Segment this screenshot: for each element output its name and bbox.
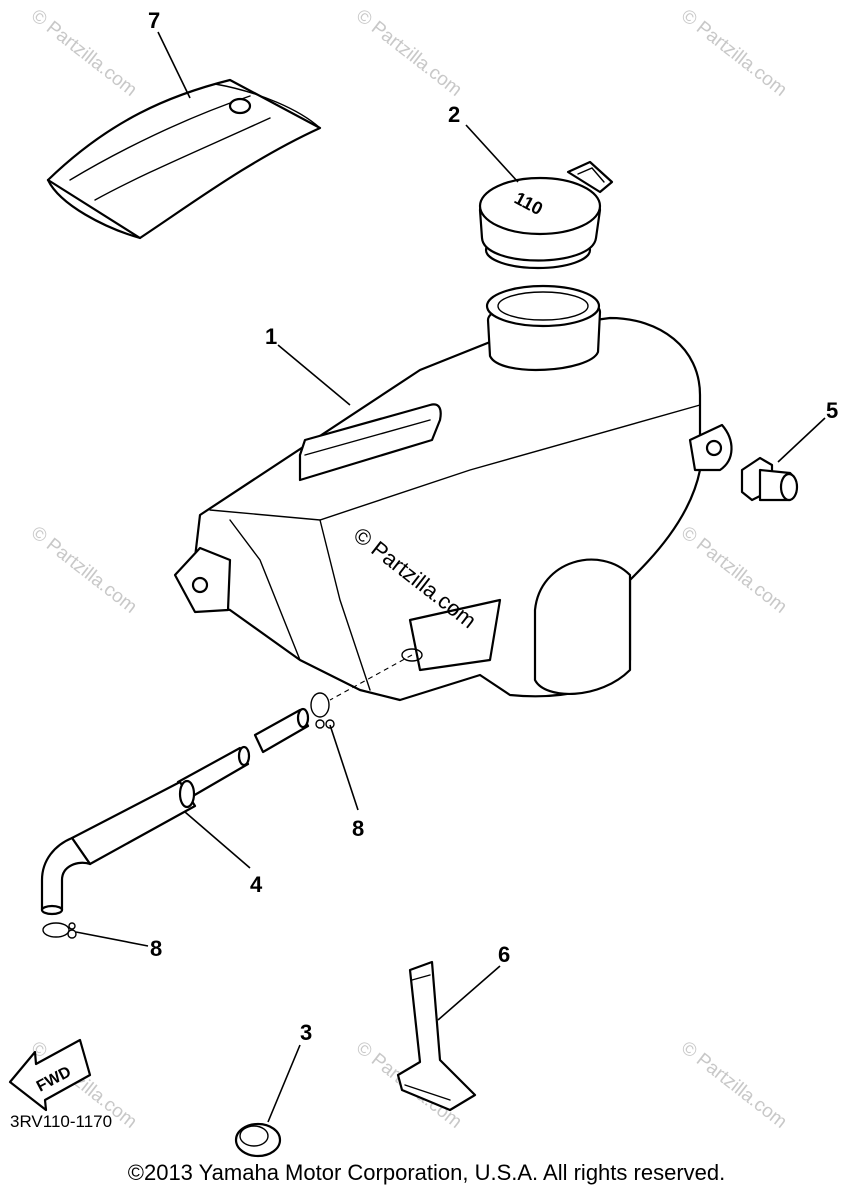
callout-5: 5 [826, 398, 838, 423]
part-3-grommet[interactable] [234, 1122, 282, 1158]
part-2-tank-cap[interactable]: 110 [478, 160, 614, 270]
watermark: © Partzilla.com [677, 522, 791, 617]
callout-6: 6 [498, 942, 510, 967]
callout-1: 1 [265, 324, 277, 349]
watermark: © Partzilla.com [677, 1037, 791, 1132]
part-1-fuel-tank[interactable] [173, 284, 733, 702]
part-4-fuel-pipe[interactable] [40, 707, 310, 916]
part-7-tool-pouch[interactable] [46, 78, 322, 240]
callout-7: 7 [148, 8, 160, 33]
watermark: © Partzilla.com [352, 5, 466, 100]
callout-3: 3 [300, 1020, 312, 1045]
part-5-bolt[interactable] [740, 456, 799, 502]
callout-8: 8 [150, 936, 162, 961]
part-8-clip-lower[interactable] [42, 922, 77, 939]
callout-4: 4 [250, 872, 263, 897]
diagram-code: 3RV110-1170 [10, 1112, 113, 1131]
fwd-arrow: FWD [8, 1038, 92, 1112]
leader-lines [75, 31, 826, 1123]
part-8-clip-upper[interactable] [310, 692, 335, 729]
callout-8: 8 [352, 816, 364, 841]
watermark: © Partzilla.com [677, 5, 791, 100]
part-6-strap[interactable] [396, 960, 477, 1112]
callout-2: 2 [448, 102, 460, 127]
watermark: © Partzilla.com [27, 5, 141, 100]
callouts: 7 2 1 5 8 4 8 6 3 [148, 8, 838, 1045]
watermark: © Partzilla.com [27, 522, 141, 617]
copyright-notice: ©2013 Yamaha Motor Corporation, U.S.A. A… [127, 1160, 726, 1185]
